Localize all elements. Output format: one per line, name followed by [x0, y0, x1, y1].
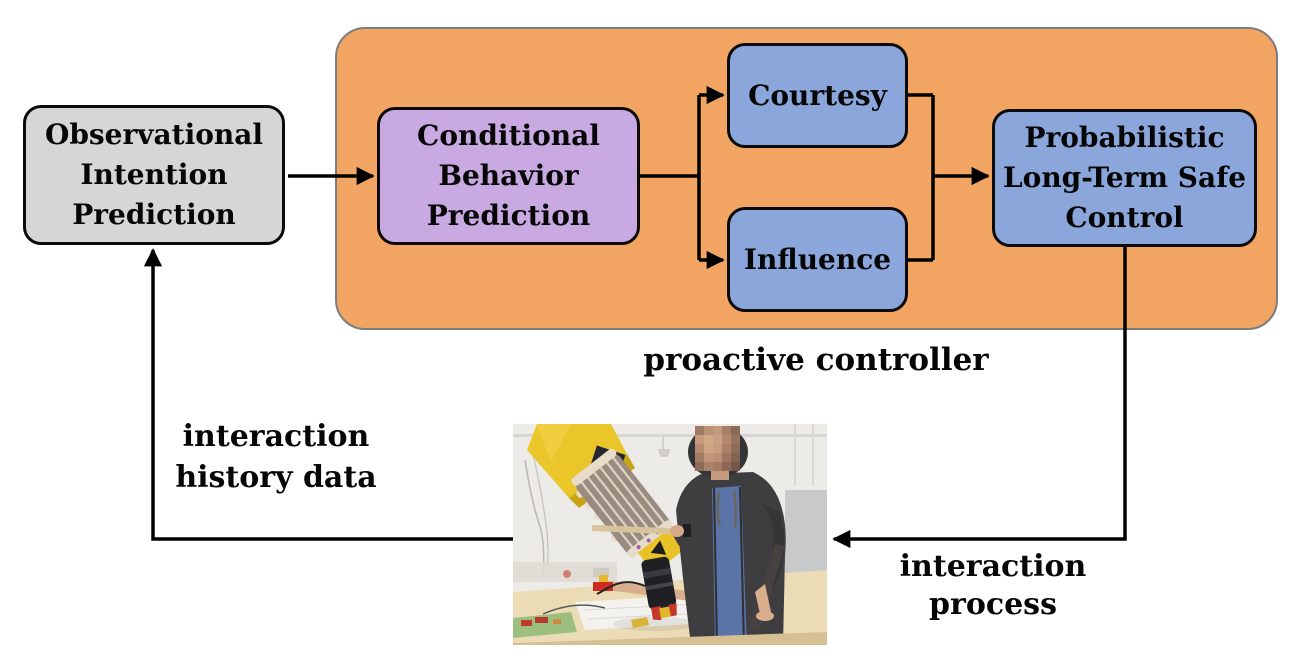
label-interaction-history-data: interaction history data — [175, 419, 377, 495]
interaction-photo — [513, 424, 827, 645]
photo-person — [592, 426, 786, 645]
node-label: Conditional Behavior Prediction — [417, 119, 600, 232]
node-observational-intention-prediction: Observational Intention Prediction — [23, 105, 285, 245]
node-conditional-behavior-prediction: Conditional Behavior Prediction — [377, 107, 640, 245]
node-label: Observational Intention Prediction — [44, 118, 264, 231]
label-interaction-process: interaction process — [899, 549, 1087, 622]
photo-pixelated-face — [695, 426, 740, 471]
node-label: Courtesy — [748, 78, 887, 112]
photo-robot-gripper — [641, 556, 677, 621]
node-probabilistic-long-term-safe-control: Probabilistic Long-Term Safe Control — [992, 109, 1257, 247]
label-proactive-controller: proactive controller — [643, 342, 989, 378]
photo-table-edge — [513, 632, 827, 645]
node-label: Influence — [743, 242, 892, 276]
node-courtesy: Courtesy — [727, 43, 908, 148]
node-influence: Influence — [727, 207, 908, 312]
node-label: Probabilistic Long-Term Safe Control — [1002, 121, 1247, 234]
